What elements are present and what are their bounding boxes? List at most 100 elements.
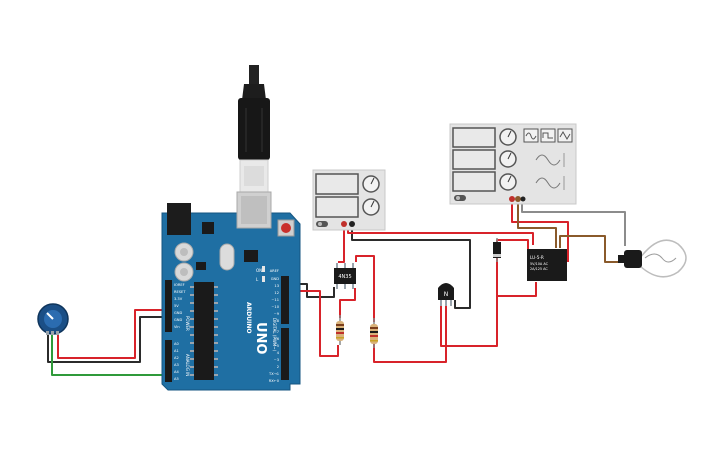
arduino-power-pin-labels: IOREF RESET 3.3V 5V GND GND Vin bbox=[174, 283, 186, 329]
arduino-brand-label: ARDUINO bbox=[245, 302, 252, 333]
fg-waveform-buttons bbox=[523, 128, 573, 190]
psu1-terminal-negative[interactable] bbox=[349, 221, 355, 227]
digital-pin-label: ~3 bbox=[274, 358, 279, 362]
wire-psu2-red[interactable] bbox=[511, 200, 569, 262]
power-pin-label: 3.3V bbox=[174, 297, 183, 301]
wire-relay-to-bulb[interactable] bbox=[559, 235, 625, 263]
power-pin-label: IOREF bbox=[174, 283, 185, 287]
wire-diode-bottom[interactable] bbox=[496, 258, 537, 297]
dc-power-supply-1[interactable] bbox=[312, 169, 386, 231]
fg-terminal-black[interactable] bbox=[515, 196, 521, 202]
wire-opto-to-resistor2[interactable] bbox=[355, 255, 375, 322]
arduino-power-header-label: POWER bbox=[185, 316, 190, 331]
diode[interactable] bbox=[493, 238, 501, 262]
arduino-crystal bbox=[219, 243, 235, 271]
arduino-model-label: UNO bbox=[253, 322, 268, 355]
relay-label-line-2: 5V/10A AC bbox=[530, 262, 549, 266]
npn-transistor[interactable]: N bbox=[438, 283, 454, 306]
wire-resistor1-top[interactable] bbox=[339, 288, 356, 318]
digital-pin-label: ~11 bbox=[271, 298, 279, 302]
psu1-current-display bbox=[315, 196, 359, 218]
digital-pin-label: RX←0 bbox=[269, 379, 280, 383]
analog-pin-label: A5 bbox=[174, 377, 179, 381]
resistor-2[interactable] bbox=[370, 318, 378, 348]
fg-terminal-gray[interactable] bbox=[520, 196, 526, 202]
arduino-analog-pin-labels: A0 A1 A2 A3 A4 A5 bbox=[174, 342, 179, 381]
power-pin-label: GND bbox=[174, 318, 182, 322]
wire-psu2-brown[interactable] bbox=[517, 200, 557, 248]
wire-transistor-to-diode[interactable] bbox=[440, 258, 498, 347]
fg-waveform-preview-2 bbox=[535, 177, 561, 189]
relay-label-line-3: 2A/125 AC bbox=[530, 267, 548, 271]
potentiometer-knob-indicator bbox=[46, 312, 54, 320]
usb-cable[interactable] bbox=[238, 65, 270, 193]
analog-pin-label: A1 bbox=[174, 349, 179, 353]
arduino-l-label: L bbox=[256, 277, 259, 282]
wire-psu1-black[interactable] bbox=[351, 224, 471, 309]
analog-pin-label: A4 bbox=[174, 370, 179, 374]
wire-psu2-gray[interactable] bbox=[521, 200, 626, 246]
wire-psu1-red-to-relay[interactable] bbox=[347, 230, 534, 245]
arduino-atmega-chip bbox=[194, 282, 214, 380]
wire-arduino-pin13-to-resistor[interactable] bbox=[290, 290, 339, 357]
arduino-power-jack bbox=[167, 203, 191, 235]
fg-terminal-red[interactable] bbox=[509, 196, 515, 202]
digital-pin-label: 2 bbox=[277, 365, 279, 369]
arduino-uno-board[interactable]: ARDUINO UNO POWER ANALOG IN DIGITAL (PWM… bbox=[161, 191, 301, 391]
digital-pin-label: AREF bbox=[270, 269, 279, 273]
potentiometer[interactable] bbox=[37, 303, 69, 335]
light-bulb[interactable] bbox=[618, 239, 687, 278]
digital-pin-label: 12 bbox=[274, 291, 279, 295]
power-pin-label: Vin bbox=[174, 325, 180, 329]
digital-pin-label: ~5 bbox=[274, 344, 279, 348]
wire-resistor2-to-transistor[interactable] bbox=[373, 303, 447, 363]
digital-pin-label: 13 bbox=[274, 284, 279, 288]
power-pin-label: RESET bbox=[174, 290, 186, 294]
wires bbox=[47, 200, 626, 376]
digital-pin-label: 7 bbox=[277, 330, 279, 334]
arduino-analog-header-label: ANALOG IN bbox=[185, 354, 190, 376]
light-bulb-socket bbox=[624, 250, 642, 268]
usb-cable-strain-relief bbox=[242, 84, 266, 100]
digital-pin-label: TX→1 bbox=[268, 372, 279, 376]
arduino-digital-pin-labels: AREF GND 13 12 ~11 ~10 ~9 8 7 ~6 ~5 4 ~3… bbox=[268, 269, 280, 383]
arduino-analog-header[interactable] bbox=[165, 340, 172, 382]
wire-diode-to-relay[interactable] bbox=[496, 239, 529, 250]
arduino-digital-header-label: DIGITAL (PWM~) bbox=[272, 318, 277, 352]
usb-plug-body bbox=[238, 98, 270, 160]
optocoupler-4n35[interactable]: 4N35 bbox=[334, 263, 356, 289]
psu1-voltage-display bbox=[315, 173, 359, 195]
fg-display-3 bbox=[452, 171, 496, 192]
digital-pin-label: 4 bbox=[277, 351, 280, 355]
usb-cable-cord bbox=[249, 65, 259, 85]
fg-display-1 bbox=[452, 127, 496, 148]
power-pin-label: GND bbox=[174, 311, 182, 315]
wire-pot-red[interactable] bbox=[57, 309, 170, 359]
optocoupler-label: 4N35 bbox=[338, 274, 351, 280]
resistor-1[interactable] bbox=[336, 315, 344, 345]
digital-pin-label: ~10 bbox=[271, 305, 279, 309]
analog-pin-label: A3 bbox=[174, 363, 179, 367]
fg-display-2 bbox=[452, 149, 496, 170]
analog-pin-label: A0 bbox=[174, 342, 179, 346]
arduino-digital-header-upper[interactable] bbox=[281, 276, 289, 324]
arduino-power-header[interactable] bbox=[165, 280, 172, 332]
fg-waveform-preview-1 bbox=[535, 154, 561, 166]
digital-pin-label: ~6 bbox=[274, 337, 280, 341]
function-generator[interactable] bbox=[449, 123, 577, 205]
digital-pin-label: GND bbox=[271, 277, 279, 281]
arduino-digital-header-lower[interactable] bbox=[281, 328, 289, 380]
relay-label-line-1: LU-5-R bbox=[530, 255, 544, 260]
wire-pot-green[interactable] bbox=[51, 332, 168, 376]
wire-pot-black[interactable] bbox=[47, 316, 170, 363]
digital-pin-label: ~9 bbox=[274, 312, 280, 316]
analog-pin-label: A2 bbox=[174, 356, 179, 360]
power-pin-label: 5V bbox=[174, 304, 179, 308]
psu1-terminal-positive[interactable] bbox=[341, 221, 347, 227]
wire-arduino-gnd-to-opto[interactable] bbox=[290, 283, 335, 298]
wire-psu1-red[interactable] bbox=[338, 224, 345, 263]
relay[interactable]: LU-5-R 5V/10A AC 2A/125 AC bbox=[527, 249, 567, 281]
transistor-label: N bbox=[444, 291, 449, 298]
arduino-on-label: ON bbox=[256, 268, 262, 273]
